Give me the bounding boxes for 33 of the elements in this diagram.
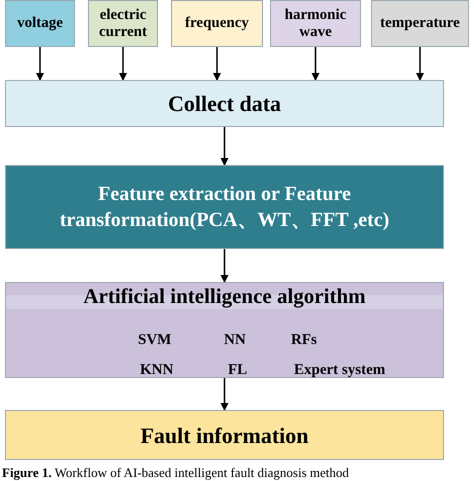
caption: Figure 1. Workflow of AI-based intelligent fault diagnosis method (2, 464, 349, 481)
algorithm-name: RFs (291, 331, 317, 350)
arrow (312, 47, 320, 81)
node-label: voltage (16, 15, 64, 32)
algorithm-name: Expert system (294, 361, 386, 380)
node-label: Collect data (166, 90, 282, 118)
arrow (416, 47, 424, 81)
node-label: Feature extraction or Feature transformation(PCA、WT、FFT ,etc) (58, 182, 390, 233)
process-box (5, 410, 444, 460)
algorithm-name: NN (224, 331, 246, 350)
node-label: electric current (98, 6, 148, 40)
input-box (171, 0, 263, 47)
process-box (5, 165, 444, 249)
algorithm-name: KNN (140, 361, 174, 380)
input-box (88, 0, 158, 47)
node-label: Fault information (139, 422, 310, 450)
arrow (220, 127, 228, 166)
node-label: harmonic wave (284, 6, 348, 40)
process-box (5, 282, 444, 378)
node-heading: Artificial intelligence algorithm (82, 283, 367, 310)
arrow (220, 249, 228, 283)
process-box (5, 80, 444, 127)
input-box (270, 0, 361, 47)
arrow (213, 47, 221, 81)
node-label: temperature (379, 15, 461, 32)
input-box (5, 0, 75, 47)
arrow (220, 378, 228, 411)
node-label: frequency (184, 15, 250, 32)
input-box (371, 0, 469, 47)
algorithm-name: SVM (138, 331, 172, 350)
algorithm-name: FL (228, 361, 248, 380)
arrow (36, 47, 44, 81)
arrow (119, 47, 127, 81)
